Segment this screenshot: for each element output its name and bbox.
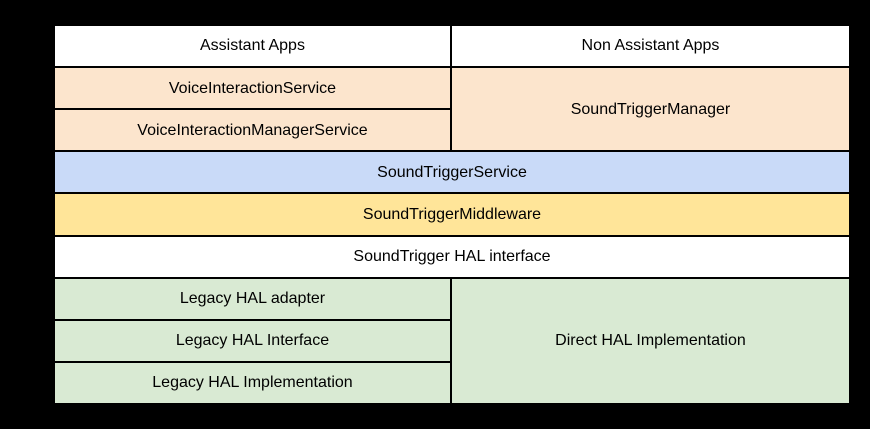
row-framework-1: VoiceInteractionService SoundTriggerMana… xyxy=(53,66,852,153)
cell-direct-hal-implementation: Direct HAL Implementation xyxy=(449,276,852,406)
cell-voice-interaction-manager-service: VoiceInteractionManagerService xyxy=(53,108,452,153)
cell-legacy-hal-implementation: Legacy HAL Implementation xyxy=(53,360,452,406)
row-hal-2: Legacy HAL Interface xyxy=(53,318,850,363)
cell-legacy-hal-interface: Legacy HAL Interface xyxy=(53,318,452,363)
row-sound-trigger-middleware: SoundTriggerMiddleware xyxy=(53,192,851,237)
soundtrigger-stack-diagram: Assistant Apps Non Assistant Apps VoiceI… xyxy=(53,23,852,406)
row-apps: Assistant Apps Non Assistant Apps xyxy=(53,23,852,69)
cell-sound-trigger-manager: SoundTriggerManager xyxy=(449,66,852,153)
cell-legacy-hal-adapter: Legacy HAL adapter xyxy=(53,276,452,321)
cell-assistant-apps: Assistant Apps xyxy=(53,23,452,69)
row-sound-trigger-service: SoundTriggerService xyxy=(53,150,851,195)
row-hal-interface: SoundTrigger HAL interface xyxy=(53,234,851,279)
cell-soundtrigger-hal-interface: SoundTrigger HAL interface xyxy=(53,234,851,279)
row-hal-1: Legacy HAL adapter Direct HAL Implementa… xyxy=(53,276,852,406)
cell-non-assistant-apps: Non Assistant Apps xyxy=(449,23,852,69)
row-hal-3: Legacy HAL Implementation xyxy=(53,360,850,406)
row-framework-2: VoiceInteractionManagerService xyxy=(53,108,850,153)
cell-voice-interaction-service: VoiceInteractionService xyxy=(53,66,452,111)
cell-sound-trigger-service: SoundTriggerService xyxy=(53,150,851,195)
cell-sound-trigger-middleware: SoundTriggerMiddleware xyxy=(53,192,851,237)
